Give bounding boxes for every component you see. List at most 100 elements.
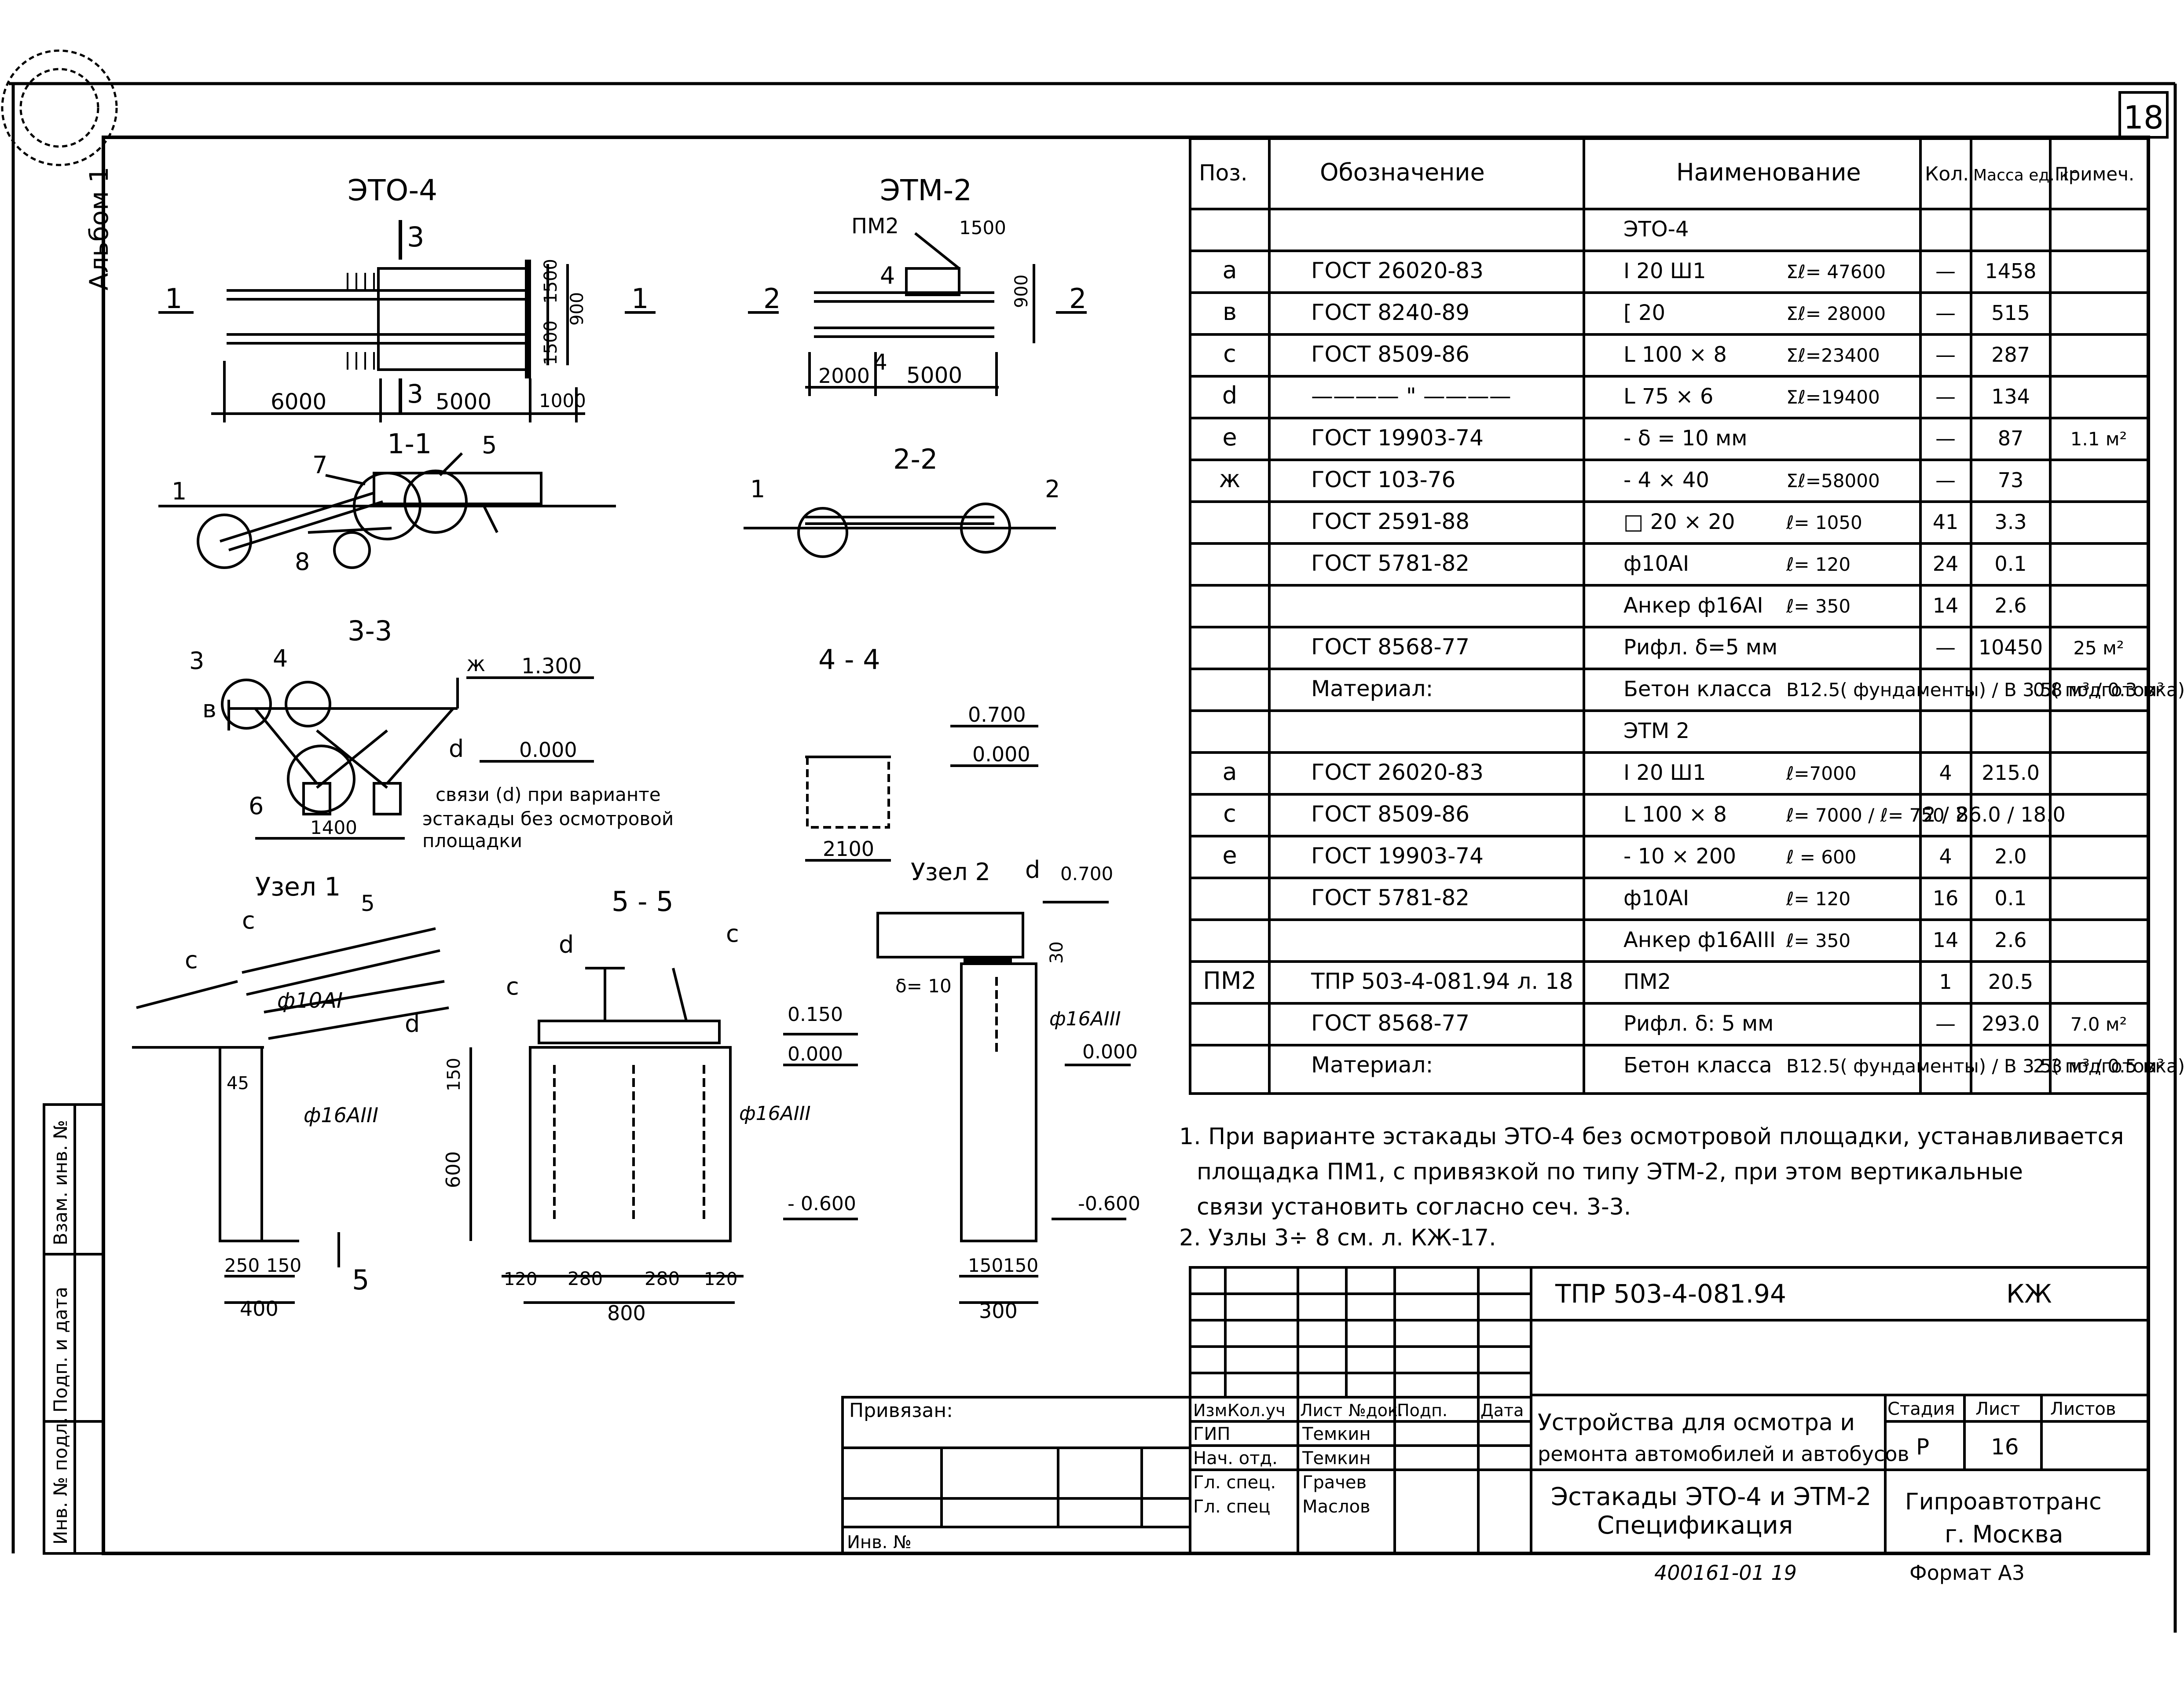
tb-mark: КЖ (2006, 1279, 2052, 1309)
spec-cell-name: Анкер ф16АIII (1623, 928, 1776, 952)
s33-note-3: площадки (422, 830, 522, 852)
spec-header-designation: Обозначение (1320, 158, 1485, 186)
uzel1-node (132, 927, 449, 1304)
note-1-line-1: 1. При варианте эстакады ЭТО-4 без осмот… (1179, 1123, 2124, 1150)
s55-level-0000: 0.000 (788, 1043, 843, 1065)
tb-format: Формат А3 (1909, 1561, 2025, 1585)
spec-cell-qty: — (1935, 468, 1956, 492)
spec-cell-name: Рифл. δ: 5 мм (1623, 1011, 1774, 1036)
s33-note-1: связи (d) при варианте (436, 784, 661, 805)
spec-cell-name: ЭТМ 2 (1623, 719, 1689, 743)
tb-handnote: 400161-01 19 (1654, 1561, 1797, 1585)
tb-sheet-header: Лист (1975, 1399, 2020, 1419)
note-1-line-2: площадка ПМ1, с привязкой по типу ЭТМ-2,… (1197, 1159, 2023, 1185)
spec-cell-len: ℓ = 600 (1786, 846, 1856, 868)
spec-cell-pos: c (1223, 800, 1236, 827)
s44-section (805, 725, 1038, 862)
tb-header-cell: Подп. (1397, 1401, 1447, 1420)
uzel2-dim-150b: 150 (1003, 1255, 1038, 1276)
spec-cell-pos: a (1222, 758, 1237, 786)
uzel2-dim-150a: 150 (968, 1255, 1003, 1276)
s55-label-c2: c (726, 920, 739, 947)
spec-cell-des: ГОСТ 8509-86 (1311, 801, 1469, 827)
spec-header-pos: Поз. (1199, 160, 1248, 186)
tb-org-line-1: Гипроавтотранс (1905, 1489, 2102, 1515)
spec-cell-pos: a (1222, 256, 1237, 284)
sheet-corner-number: 18 (2123, 99, 2164, 136)
etm2-label-2-right: 2 (1069, 283, 1086, 315)
s33-label-d: d (449, 735, 464, 763)
s55-dim-150: 150 (444, 1058, 464, 1091)
spec-cell-name: L 100 × 8 (1623, 802, 1727, 827)
s11-section (158, 452, 616, 569)
spec-cell-name: L 100 × 8 (1623, 342, 1727, 367)
spec-cell-note: 0.8 м³ / 0.3 м³ (2033, 679, 2164, 701)
spec-cell-des: ТПР 503-4-081.94 л. 18 (1311, 969, 1573, 994)
spec-cell-des: ГОСТ 8568-77 (1311, 634, 1469, 660)
spec-cell-pos: e (1222, 423, 1237, 451)
spec-cell-qty: 14 (1933, 928, 1959, 952)
tb-staff-role: Гл. спец (1193, 1497, 1270, 1517)
tb-staff-name: Темкин (1302, 1448, 1371, 1468)
uzel1-label-c1: c (242, 907, 255, 934)
etm2-dim-1500: 1500 (959, 217, 1006, 239)
spec-cell-pos: в (1223, 298, 1237, 326)
s55-title: 5 - 5 (612, 885, 674, 918)
spec-cell-mass: 86.0 / 18.0 (1956, 803, 2066, 826)
eto4-dim-5000: 5000 (436, 389, 491, 415)
spec-cell-mass: 0.1 (1994, 552, 2026, 576)
s55-label-d: d (559, 931, 574, 958)
sidebar-sign-date: Подп. и дата (50, 1287, 71, 1413)
spec-cell-len: В12.5( фундаменты) / В 3.5( подготовка) (1786, 679, 2184, 701)
spec-cell-len: ℓ= 7000 / ℓ= 750 (1786, 804, 1945, 826)
spec-cell-mass: 2.6 (1994, 594, 2026, 617)
spec-cell-qty: — (1935, 385, 1956, 408)
s33-label-zh: ж (466, 652, 485, 676)
spec-cell-mass: 10450 (1979, 635, 2043, 659)
spec-cell-des: ГОСТ 19903-74 (1311, 425, 1484, 451)
spec-cell-qty: — (1935, 259, 1956, 283)
uzel2-rebar: ф16АIII (1049, 1008, 1121, 1030)
spec-cell-mass: 287 (1991, 343, 2030, 367)
spec-header-qty: Кол. (1925, 163, 1969, 185)
tb-privyazan: Привязан: (849, 1399, 953, 1422)
s55-dim-280a: 280 (568, 1268, 603, 1289)
spec-cell-mass: 2.0 (1994, 844, 2026, 868)
sidebar-vzam: Взам. инв. № (50, 1120, 71, 1245)
s55-dim-800: 800 (607, 1301, 646, 1325)
spec-cell-qty: 2 / 2 (1923, 803, 1968, 826)
s55-rebar: ф16АIII (739, 1102, 811, 1125)
spec-header-mass: Масса ед. кг (1973, 166, 2078, 184)
spec-cell-len: Σℓ= 47600 (1786, 261, 1886, 283)
spec-cell-name: ф10АI (1623, 886, 1689, 910)
uzel2-delta: δ= 10 (895, 975, 952, 997)
spec-cell-name: Рифл. δ=5 мм (1623, 635, 1777, 660)
spec-cell-name: ф10АI (1623, 551, 1689, 576)
s55-label-c1: c (506, 973, 519, 1000)
spec-cell-pos: e (1222, 841, 1237, 869)
s55-dim-600: 600 (442, 1151, 465, 1188)
uzel2-label-d: d (1025, 856, 1040, 884)
spec-cell-name: □ 20 × 20 (1623, 510, 1735, 534)
tb-header-cell: №док. (1349, 1401, 1403, 1420)
eto4-dim-1000: 1000 (539, 390, 586, 411)
sidebar-inv-orig: Инв. № подл. (50, 1417, 71, 1545)
spec-cell-len: ℓ= 1050 (1786, 512, 1862, 533)
album-label: Альбом 1 (84, 167, 114, 290)
spec-cell-des: ГОСТ 5781-82 (1311, 885, 1469, 910)
spec-cell-des: ГОСТ 5781-82 (1311, 551, 1469, 576)
s33-level-0000: 0.000 (519, 738, 577, 762)
tb-staff-role: Нач. отд. (1193, 1448, 1278, 1468)
spec-cell-des: ГОСТ 103-76 (1311, 467, 1455, 492)
spec-cell-mass: 73 (1998, 468, 2024, 492)
s33-label-v: в (202, 695, 216, 723)
spec-cell-des: ———— " ———— (1311, 383, 1511, 409)
eto4-dim-1500b: 1500 (541, 320, 561, 365)
uzel2-level-0700: 0.700 (1060, 863, 1113, 885)
uzel1-label-d: d (405, 1010, 420, 1038)
title-block-grid (841, 1266, 2150, 1555)
spec-cell-des: ГОСТ 26020-83 (1311, 760, 1484, 785)
s11-title: 1-1 (387, 428, 432, 460)
s33-label-6: 6 (249, 792, 264, 820)
